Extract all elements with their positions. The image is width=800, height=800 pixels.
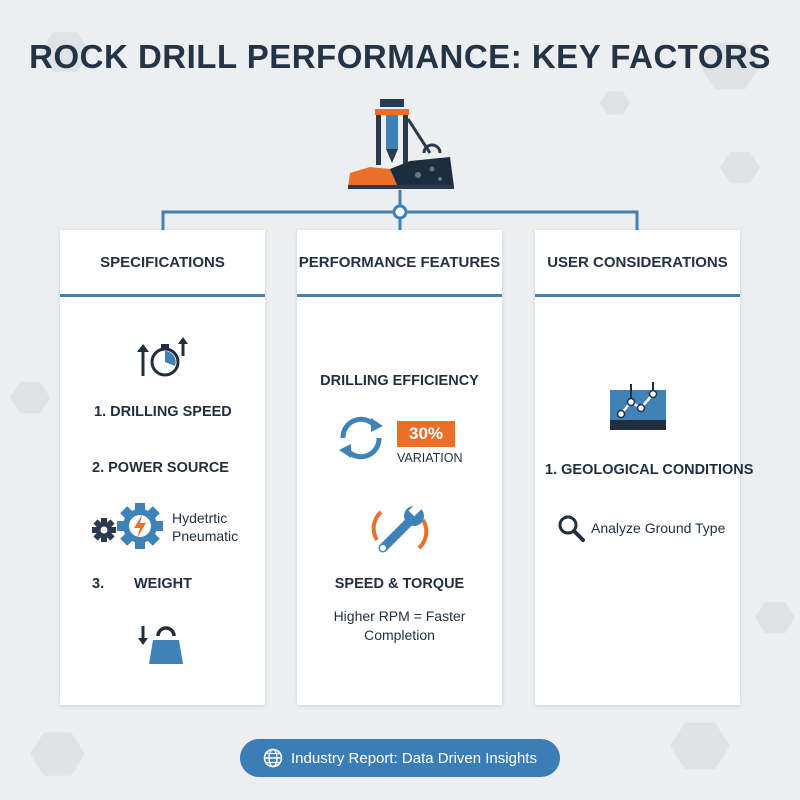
kettlebell-weight-icon bbox=[138, 626, 183, 664]
user-considerations-card: USER CONSIDERATIONS 1. GEOLOGICAL CONDIT… bbox=[535, 230, 753, 705]
spec-item-power-source: 2. POWER SOURCE bbox=[92, 460, 229, 476]
stopwatch-arrows-icon bbox=[137, 337, 188, 377]
badge-label: Industry Report: Data Driven Insights bbox=[291, 749, 537, 767]
performance-heading: PERFORMANCE FEATURES bbox=[298, 253, 501, 271]
power-option-hydraulic: Hydetrtic bbox=[172, 510, 228, 526]
rock-drill-icon bbox=[348, 99, 454, 189]
specifications-card: SPECIFICATIONS 1. DRILLING SPEED 2. POWE… bbox=[60, 230, 265, 705]
rpm-line-1: Higher RPM = Faster bbox=[333, 608, 466, 624]
specifications-heading: SPECIFICATIONS bbox=[100, 253, 225, 271]
geological-map-icon bbox=[610, 382, 666, 430]
background-hexagon bbox=[670, 722, 730, 770]
analyze-ground-type-label: Analyze Ground Type bbox=[591, 520, 726, 536]
spec-item-weight: WEIGHT bbox=[134, 576, 192, 592]
performance-features-card: PERFORMANCE FEATURES DRILLING EFFICIENCY… bbox=[297, 230, 502, 705]
card-divider bbox=[60, 294, 265, 297]
background-hexagon bbox=[10, 381, 50, 414]
background-hexagon bbox=[700, 42, 760, 90]
magnifier-icon bbox=[558, 515, 585, 542]
spec-item-drilling-speed: 1. DRILLING SPEED bbox=[94, 404, 232, 420]
industry-report-badge: Industry Report: Data Driven Insights bbox=[240, 739, 560, 777]
drilling-efficiency-label: DRILLING EFFICIENCY bbox=[320, 373, 479, 389]
spec-item-number: 3. bbox=[92, 576, 105, 592]
background-hexagon bbox=[30, 732, 85, 776]
geological-conditions-item: 1. GEOLOGICAL CONDITIONS bbox=[545, 462, 754, 478]
rpm-line-2: Completion bbox=[364, 627, 435, 643]
cycle-arrows-icon bbox=[339, 416, 383, 460]
power-option-pneumatic: Pneumatic bbox=[172, 528, 239, 544]
wrench-icon bbox=[371, 503, 429, 553]
efficiency-percent-badge: 30% bbox=[397, 421, 455, 447]
background-hexagon bbox=[755, 601, 795, 634]
efficiency-variation-label: VARIATION bbox=[397, 451, 463, 465]
globe-icon bbox=[263, 748, 283, 768]
background-hexagon bbox=[600, 91, 630, 115]
user-considerations-heading: USER CONSIDERATIONS bbox=[547, 253, 728, 271]
page-title: ROCK DRILL PERFORMANCE: KEY FACTORS bbox=[29, 38, 771, 75]
background-hexagon bbox=[720, 151, 760, 184]
card-divider bbox=[535, 294, 740, 297]
card-divider bbox=[297, 294, 502, 297]
gears-lightning-icon bbox=[92, 503, 163, 549]
speed-torque-label: SPEED & TORQUE bbox=[334, 576, 465, 592]
